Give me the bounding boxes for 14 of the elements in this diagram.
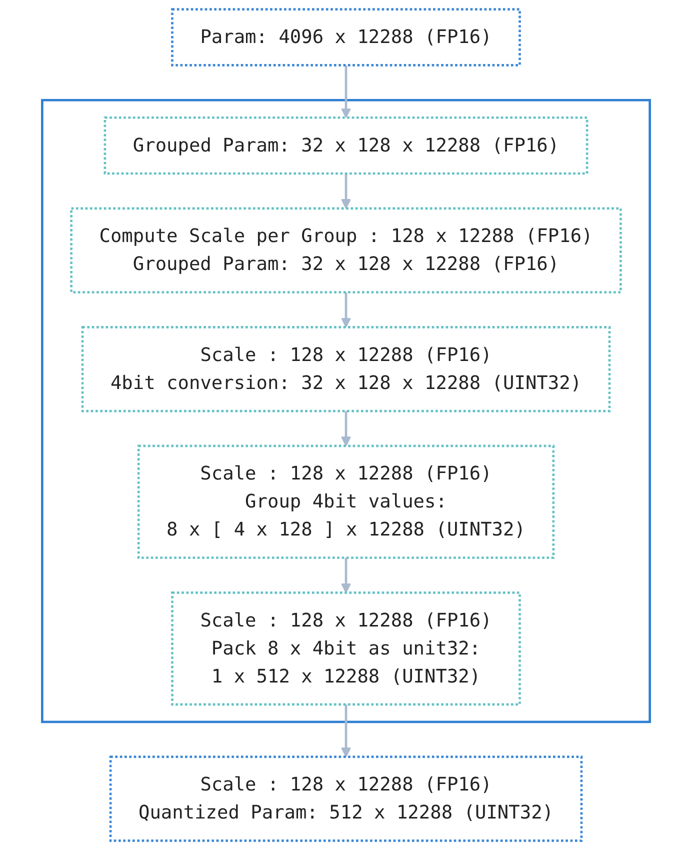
node-box: Scale : 128 x 12288 (FP16) Quantized Param: 512 x 12288 (UINT32) [109,756,583,842]
node-box: Compute Scale per Group : 128 x 12288 (FP16) Grouped Param: 32 x 128 x 12288 (FP16) [70,207,622,294]
arrow [340,704,352,758]
cluster [41,98,651,724]
arrow [340,174,352,209]
node-box: Scale : 128 x 12288 (FP16) Pack 8 x 4bit as unit32: 1 x 512 x 12288 (UINT32) [171,592,521,706]
arrow [340,65,352,118]
node-box: Grouped Param: 32 x 128 x 12288 (FP16) [104,116,588,175]
node-box: Scale : 128 x 12288 (FP16) Group 4bit values: 8 x [ 4 x 128 ] x 12288 (UINT32) [137,444,555,559]
arrow [340,292,352,328]
node-box: Param: 4096 x 12288 (FP16) [171,8,521,66]
arrow [340,558,352,594]
node-box: Scale : 128 x 12288 (FP16) 4bit conversion: 32 x 128 x 12288 (UINT32) [81,326,611,412]
arrow [340,411,352,446]
